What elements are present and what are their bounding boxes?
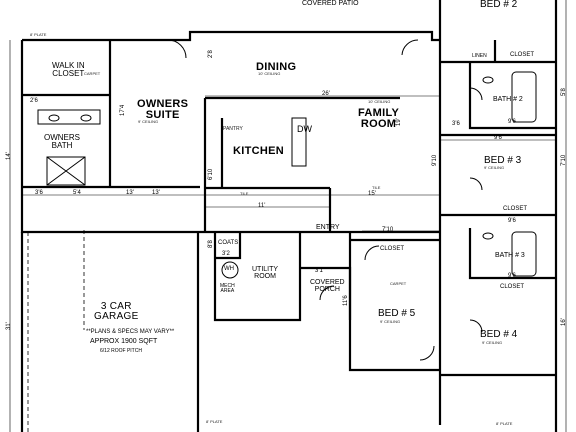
garage-label: 3 CAR GARAGE xyxy=(94,301,139,322)
bed5-label: BED # 5 xyxy=(378,308,416,319)
water-heater-label: WH xyxy=(224,266,234,272)
dim-19: 19' xyxy=(396,118,402,126)
dim-16: 16' xyxy=(561,318,567,326)
family-ceiling-note: 10' CEILING xyxy=(368,99,391,104)
sink-1 xyxy=(48,114,60,122)
dim-3-2: 3'2 xyxy=(222,251,230,257)
bed3-label: BED # 3 xyxy=(484,155,522,166)
dim-2-8: 2'8 xyxy=(208,50,214,58)
vanity xyxy=(37,109,101,125)
walk-in-closet-label: WALK IN CLOSET xyxy=(52,61,85,78)
dim-5-9: 6'10 xyxy=(208,168,214,180)
sink-2 xyxy=(80,114,92,122)
entry-label: ENTRY xyxy=(316,224,340,231)
dim-11: 11' xyxy=(258,203,266,209)
closet-bed4-label: CLOSET xyxy=(500,284,525,290)
north-wall xyxy=(22,30,440,42)
family-room-label: FAMILY ROOM xyxy=(358,107,400,130)
bed5-walls xyxy=(348,232,440,372)
approx-sqft-note: APPROX 1900 SQFT xyxy=(90,338,158,345)
roof-pitch-note: 6/12 ROOF PITCH xyxy=(100,348,142,354)
owners-bath-label: OWNERS BATH xyxy=(44,133,80,150)
coats-wall xyxy=(215,232,242,260)
dim-7-10-b: 7'10 xyxy=(561,154,567,166)
dim-5-4: 5'4 xyxy=(73,190,81,196)
kitchen-label: KITCHEN xyxy=(233,145,284,157)
utility-walls xyxy=(213,232,302,322)
bath2-walls xyxy=(468,62,556,130)
garage-doors xyxy=(27,230,85,432)
bed5-carpet-note: CARPET xyxy=(390,281,407,286)
plate-note-1: 8' PLATE xyxy=(30,32,47,37)
bath3-walls xyxy=(468,228,556,280)
kitchen-tile-note: TILE xyxy=(240,191,249,196)
linen-label: LINEN xyxy=(472,53,487,59)
closet-bed2-label: CLOSET xyxy=(510,52,535,58)
plans-specs-note: **PLANS & SPECS MAY VARY** xyxy=(86,329,175,335)
mech-area-label: MECH AREA xyxy=(220,283,235,294)
closet-bed5-label: CLOSET xyxy=(380,246,405,252)
porch-wall xyxy=(300,266,352,320)
dim-31: 31' xyxy=(6,322,12,330)
plate-note-2: 8' PLATE xyxy=(206,419,223,424)
dimension-lines xyxy=(9,0,567,432)
dim-26: 26' xyxy=(322,91,330,97)
bed2-label: BED # 2 xyxy=(480,0,518,10)
dining-label: DINING xyxy=(256,61,297,73)
dim-9-6-c: 9'6 xyxy=(508,273,516,279)
dim-9-6-b: 9'6 xyxy=(508,119,516,125)
dim-9-10: 9'10 xyxy=(432,154,438,166)
pantry-label: PANTRY xyxy=(223,126,243,132)
dim-9-6-d: 9'6 xyxy=(508,218,516,224)
dining-ceiling-note: 10' CEILING xyxy=(258,71,281,76)
dim-9-6-a: 9'6 xyxy=(494,135,502,141)
shower xyxy=(46,156,86,186)
dim-5-8: 5'8 xyxy=(561,88,567,96)
covered-porch-label: COVERED PORCH xyxy=(310,279,345,293)
water-heater xyxy=(221,261,239,279)
dim-2-6: 2'6 xyxy=(30,98,38,104)
bed3-ceiling-note: 9' CEILING xyxy=(484,165,505,170)
dim-3-6-a: 3'6 xyxy=(35,190,43,196)
dim-13-a: 13' xyxy=(126,190,134,196)
stove-counter xyxy=(291,117,307,167)
suite-ceiling-note: 9' CEILING xyxy=(138,119,159,124)
dim-13-b: 13' xyxy=(152,190,160,196)
coats-label: COATS xyxy=(218,240,239,246)
dim-17-4: 17'4 xyxy=(120,104,126,116)
dim-15: 15' xyxy=(368,191,376,197)
owners-suite-label: OWNERS SUITE xyxy=(137,98,189,121)
dim-8-8: 8'8 xyxy=(208,240,214,248)
closet-bed3-label: CLOSET xyxy=(503,206,528,212)
dim-7-10: 7'10 xyxy=(382,227,394,233)
family-tile-note: TILE xyxy=(372,185,381,190)
plate-note-3: 8' PLATE xyxy=(496,421,513,426)
dim-3-6-b: 3'6 xyxy=(452,121,460,127)
tub-bath2 xyxy=(511,71,537,123)
tub-bath3 xyxy=(511,231,537,277)
dim-14: 14' xyxy=(6,152,12,160)
closet-carpet-note: CARPET xyxy=(84,71,101,76)
bed5-ceiling-note: 9' CEILING xyxy=(380,319,401,324)
utility-room-label: UTILITY ROOM xyxy=(252,266,279,280)
bed4-label: BED # 4 xyxy=(480,329,518,340)
dim-3-1: 3'1 xyxy=(315,268,323,274)
bath3-label: BATH # 3 xyxy=(495,252,525,259)
walls xyxy=(20,0,558,432)
dim-11-6: 11'6 xyxy=(343,295,349,306)
bed4-ceiling-note: 9' CEILING xyxy=(482,340,503,345)
fixtures xyxy=(37,39,537,361)
bath2-label: BATH # 2 xyxy=(493,96,523,103)
covered-patio-label: COVERED PATIO xyxy=(302,0,359,7)
dishwasher-label: DW xyxy=(297,124,312,134)
